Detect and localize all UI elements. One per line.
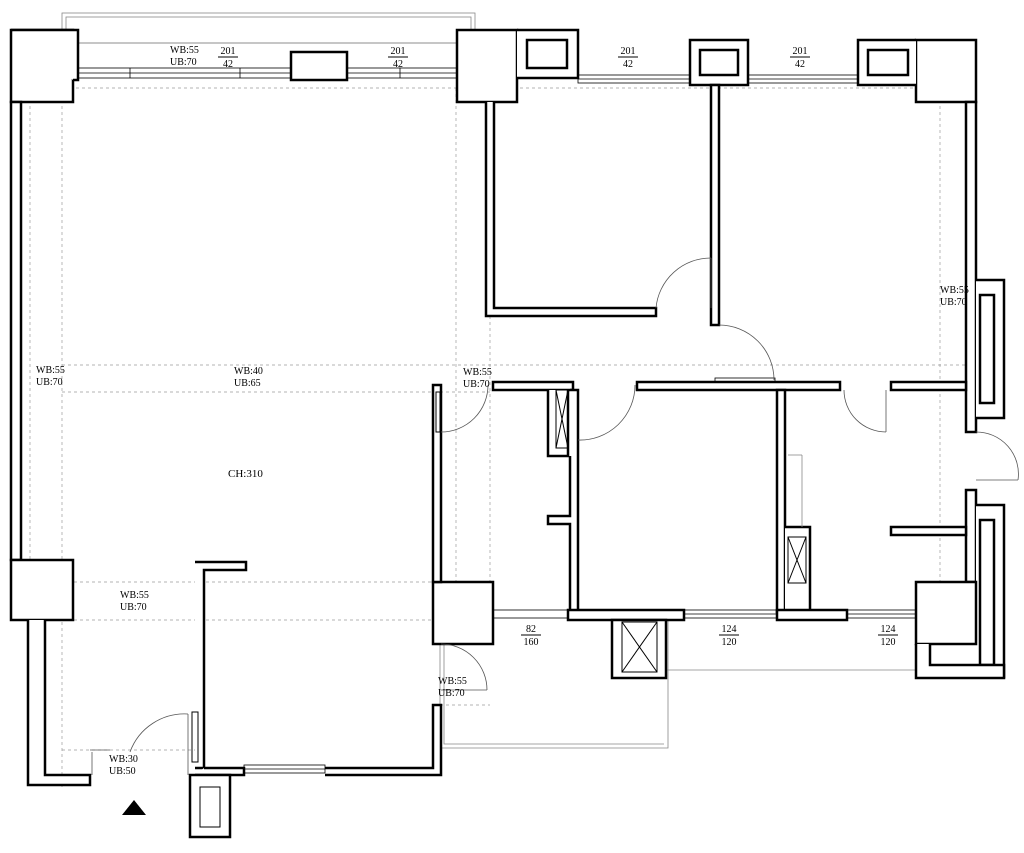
- beam-ub-label: UB:70: [438, 688, 465, 699]
- window-height-label: 42: [623, 59, 633, 70]
- window-height-label: 120: [881, 637, 896, 648]
- window-width-label: 201: [793, 46, 808, 57]
- beam-lines: [28, 40, 970, 790]
- beam-ub-label: UB:50: [109, 766, 136, 777]
- beam-label-center: WB:40 UB:65: [234, 366, 263, 389]
- window-label: 201 42: [388, 46, 408, 70]
- beam-ub-label: UB:70: [170, 57, 197, 68]
- beam-label-lower-left: WB:55 UB:70: [120, 590, 149, 613]
- walls: [9, 28, 1006, 839]
- beam-wb-label: WB:40: [234, 366, 263, 377]
- beam-wb-label: WB:55: [463, 367, 492, 378]
- doors: [90, 257, 1019, 775]
- beam-wb-label: WB:55: [36, 365, 65, 376]
- balcony-outline: [61, 12, 915, 749]
- beam-ub-label: UB:65: [234, 378, 261, 389]
- window-width-label: 201: [221, 46, 236, 57]
- window-label: 201 42: [218, 46, 238, 70]
- ceiling-height-label: CH:310: [228, 468, 263, 480]
- beam-label-left: WB:55 UB:70: [36, 365, 65, 388]
- beam-wb-label: WB:55: [120, 590, 149, 601]
- windows: [77, 67, 917, 774]
- beam-wb-label: WB:55: [170, 45, 199, 56]
- window-width-label: 201: [621, 46, 636, 57]
- window-height-label: 120: [722, 637, 737, 648]
- beam-label-lower-center: WB:55 UB:70: [438, 676, 467, 699]
- window-label: 124 120: [878, 624, 898, 648]
- beam-wb-label: WB:55: [940, 285, 969, 296]
- beam-label-right: WB:55 UB:70: [940, 285, 969, 308]
- beam-label-entrance: WB:30 UB:50: [109, 754, 138, 777]
- beam-ub-label: UB:70: [463, 379, 490, 390]
- beam-ub-label: UB:70: [36, 377, 63, 388]
- window-label: 124 120: [719, 624, 739, 648]
- beam-wb-label: WB:30: [109, 754, 138, 765]
- window-height-label: 160: [524, 637, 539, 648]
- beam-label-corridor: WB:55 UB:70: [463, 367, 492, 390]
- beam-ub-label: UB:70: [120, 602, 147, 613]
- window-width-label: 124: [881, 624, 896, 635]
- window-height-label: 42: [795, 59, 805, 70]
- window-label: 201 42: [618, 46, 638, 70]
- window-label: 82 160: [521, 624, 541, 648]
- window-height-label: 42: [393, 59, 403, 70]
- window-width-label: 201: [391, 46, 406, 57]
- window-width-label: 82: [526, 624, 536, 635]
- beam-wb-label: WB:55: [438, 676, 467, 687]
- window-label: 201 42: [790, 46, 810, 70]
- beam-label-top: WB:55 UB:70: [170, 45, 199, 68]
- entrance-triangle-icon: [122, 800, 146, 815]
- window-height-label: 42: [223, 59, 233, 70]
- beam-ub-label: UB:70: [940, 297, 967, 308]
- window-width-label: 124: [722, 624, 737, 635]
